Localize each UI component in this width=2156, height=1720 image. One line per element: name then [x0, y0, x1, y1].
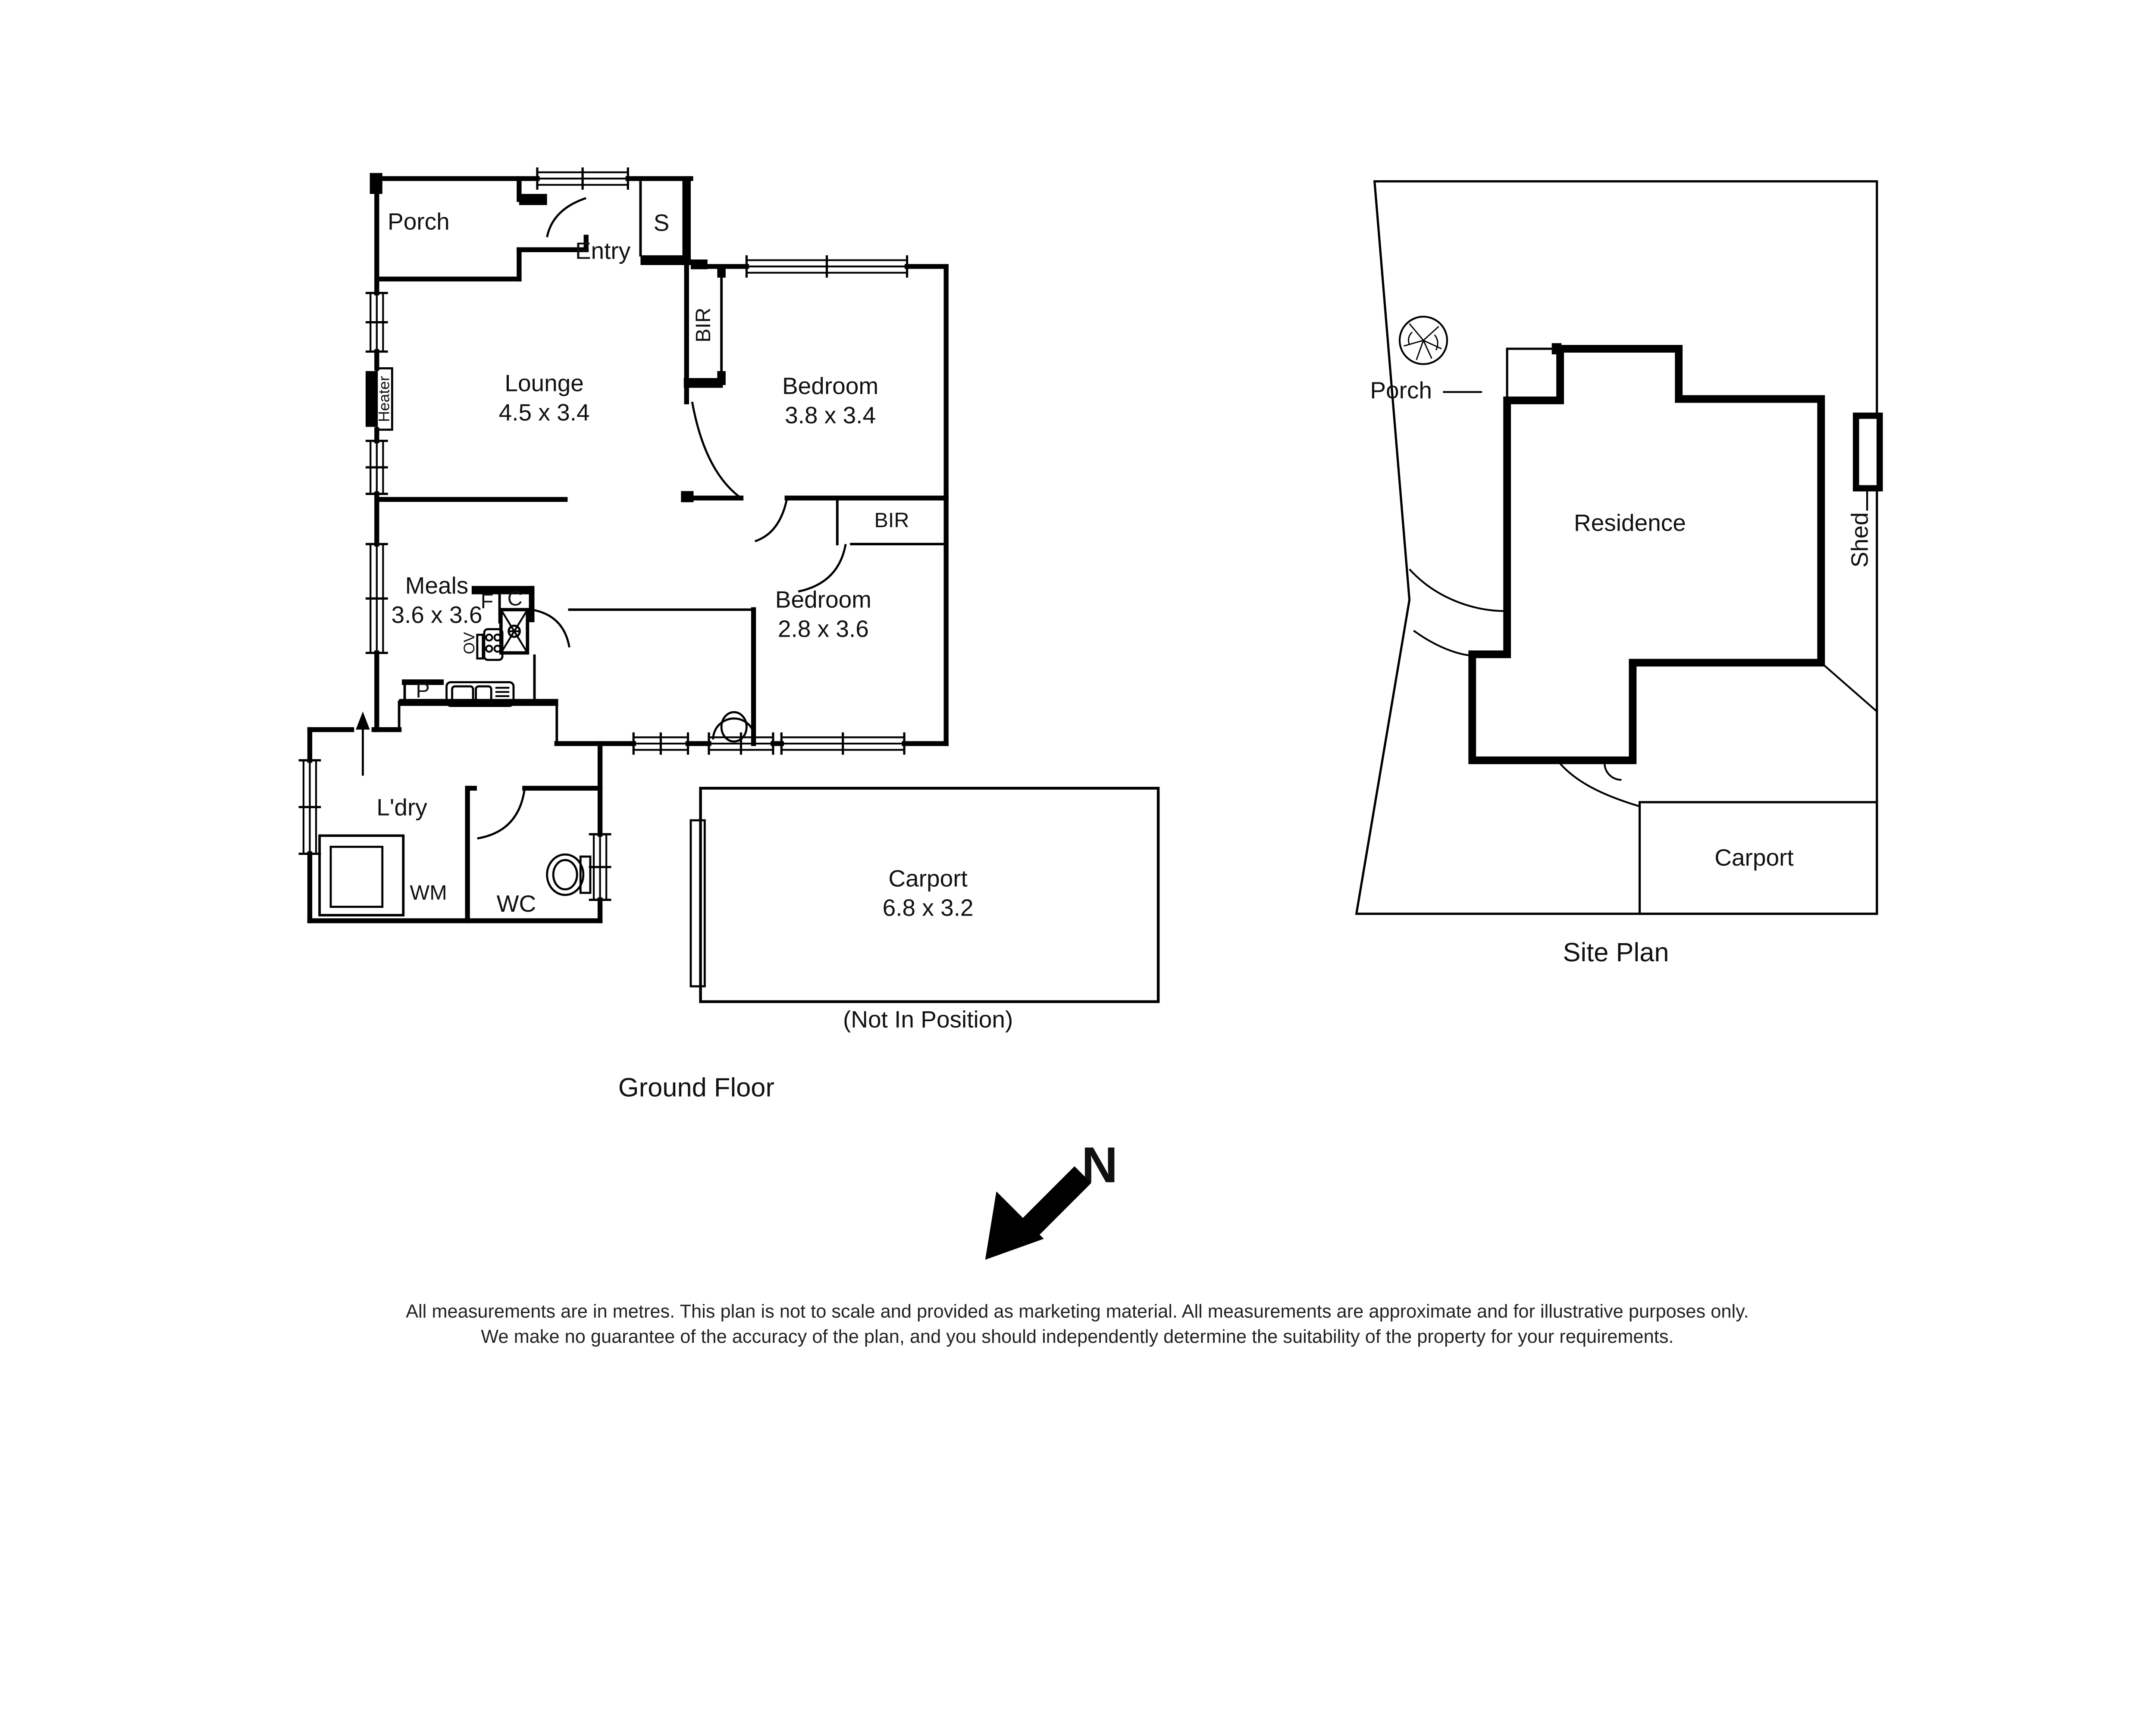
bedroom1-label: Bedroom — [782, 372, 878, 399]
basin — [712, 711, 756, 743]
heater — [365, 367, 393, 431]
bir2-door-arc — [798, 544, 847, 593]
lounge-left-wall — [365, 292, 393, 732]
pantry-label: P — [416, 679, 429, 702]
floor-plan-canvas: Porch Entry S Lounge 4.5 x 3.4 Heater BI… — [298, 167, 1883, 1347]
bir-bedroom2-closet — [798, 497, 948, 593]
wm-label: WM — [410, 881, 447, 904]
bir-hall-label: BIR — [692, 308, 715, 343]
site-porch — [1443, 343, 1562, 402]
bedroom2-window — [780, 732, 906, 755]
bedroom1-door-arc — [691, 401, 742, 499]
carport-label: Carport — [888, 865, 967, 892]
meals-dims: 3.6 x 3.6 — [391, 601, 482, 628]
ground-floor-title: Ground Floor — [618, 1073, 774, 1103]
wc-label: WC — [497, 890, 536, 917]
shed-label: Shed — [1846, 512, 1873, 567]
porch-label: Porch — [388, 208, 450, 235]
south-wall — [554, 711, 949, 755]
north-arrow: N — [985, 1137, 1118, 1260]
site-porch-label: Porch — [1370, 377, 1432, 403]
porch-structure — [370, 173, 589, 296]
lounge-window-upper — [365, 292, 388, 353]
entry-door-arc — [546, 197, 586, 238]
residence-label: Residence — [1574, 509, 1686, 536]
heater-label: Heater — [376, 376, 393, 422]
carport-ground — [689, 787, 1160, 1003]
driveway-curves — [1409, 568, 1878, 807]
stove — [476, 628, 504, 661]
meals-label: Meals — [405, 572, 469, 599]
lounge-window-lower — [365, 440, 388, 495]
bedroom2-door-arc — [755, 497, 788, 542]
meals-window — [365, 543, 388, 654]
lounge-label: Lounge — [505, 370, 584, 397]
site-carport-box — [1638, 801, 1878, 915]
hall-walls — [684, 495, 949, 542]
laundry-trough — [318, 834, 405, 916]
site-boundary — [1355, 180, 1878, 915]
cupboard-label: C — [508, 587, 523, 610]
entry-arrow — [356, 711, 370, 776]
floor-plan-page: Porch Entry S Lounge 4.5 x 3.4 Heater BI… — [298, 167, 1883, 1348]
laundry-window — [298, 759, 321, 855]
kitchen — [398, 586, 756, 746]
toilet — [546, 853, 592, 896]
bir-hall-closet — [681, 263, 742, 503]
carport-note: (Not In Position) — [843, 1006, 1013, 1032]
site-carport-label: Carport — [1714, 844, 1793, 871]
store-label: S — [654, 210, 670, 236]
bathroom-door-arc — [531, 608, 570, 648]
store-closet — [625, 176, 693, 265]
disclaimer-line2: We make no guarantee of the accuracy of … — [481, 1326, 1673, 1347]
laundry-wc — [298, 711, 611, 923]
laundry-label: L'dry — [376, 794, 427, 821]
north-arrow-head — [985, 1191, 1044, 1260]
shower — [499, 608, 530, 655]
bedroom1-dims: 3.8 x 3.4 — [785, 402, 876, 428]
north-arrow-shaft — [1021, 1166, 1091, 1236]
wc-door-arc — [477, 788, 526, 840]
tree-icon — [1398, 316, 1448, 365]
disclaimer: All measurements are in metres. This pla… — [406, 1301, 1749, 1347]
bedroom2-label: Bedroom — [775, 586, 871, 613]
bedroom1-structure — [690, 255, 949, 746]
ground-floor-plan: Porch Entry S Lounge 4.5 x 3.4 Heater BI… — [298, 167, 1160, 1103]
residence-outline — [1468, 345, 1825, 764]
wc-window — [589, 833, 611, 901]
bir-bedroom2-label: BIR — [874, 509, 909, 532]
lounge-dims: 4.5 x 3.4 — [499, 399, 590, 426]
site-plan: Porch Residence Shed Carport Site Plan — [1355, 180, 1883, 967]
shed-structure — [1852, 413, 1883, 511]
site-plan-title: Site Plan — [1563, 938, 1669, 967]
fridge-label: F — [481, 590, 494, 613]
sink — [445, 681, 515, 707]
entry-label: Entry — [575, 237, 631, 264]
disclaimer-line1: All measurements are in metres. This pla… — [406, 1301, 1749, 1322]
bedroom2-dims: 2.8 x 3.6 — [778, 615, 869, 642]
entry-window — [536, 167, 629, 190]
entry-door-lintel — [519, 194, 547, 205]
hall-window — [708, 732, 774, 755]
bathroom-window — [632, 732, 689, 755]
pantry — [402, 679, 444, 701]
carport-dims: 6.8 x 3.2 — [883, 894, 974, 921]
oven-label: OV — [461, 632, 478, 654]
